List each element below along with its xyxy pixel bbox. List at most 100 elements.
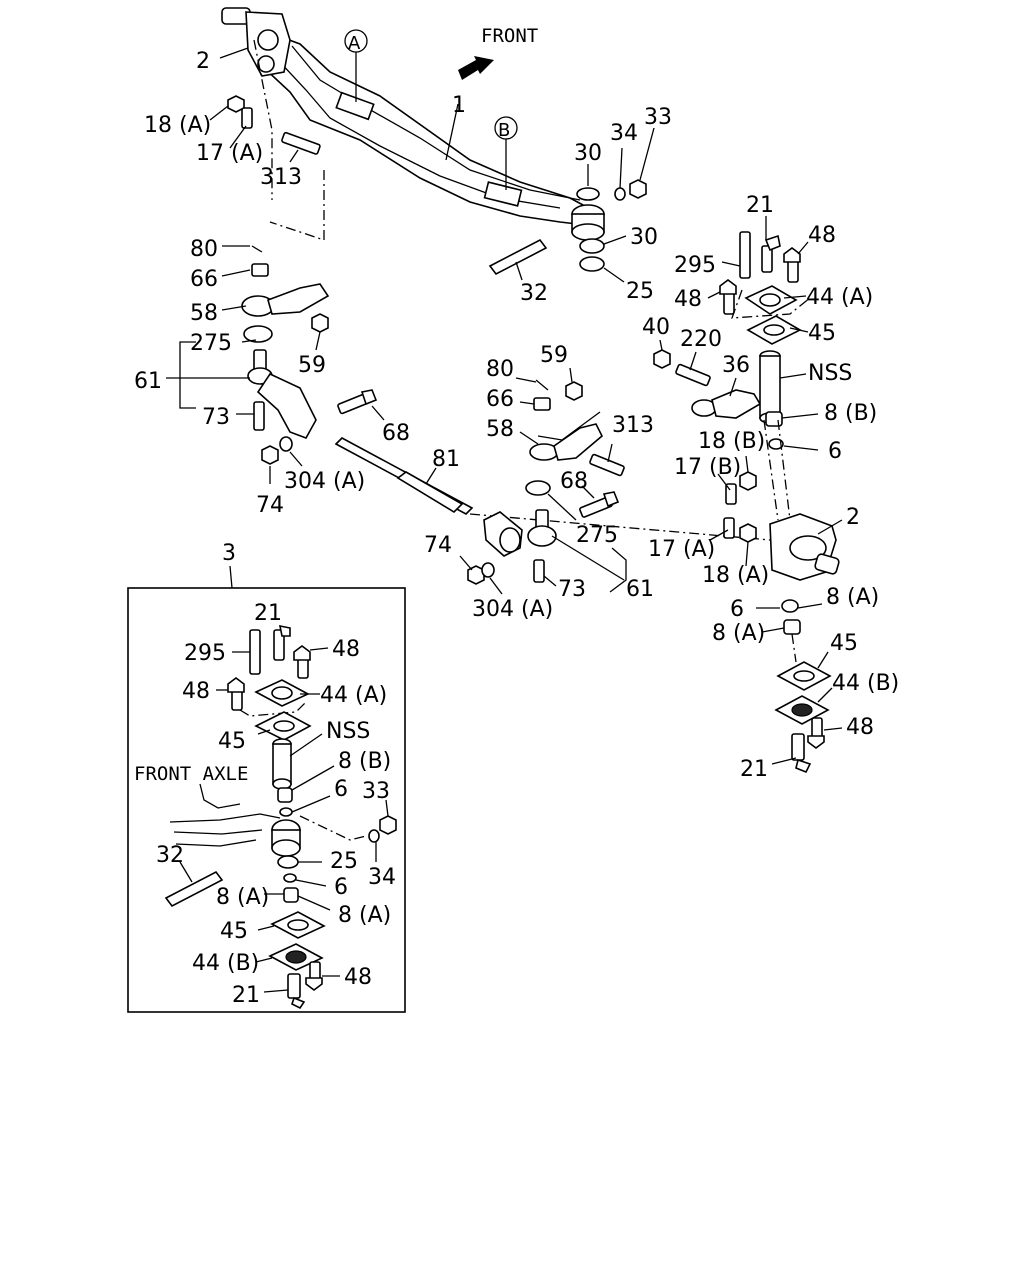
label-48-top: 48 xyxy=(808,223,836,248)
label-34: 34 xyxy=(610,121,638,146)
tie-rod-81 xyxy=(334,437,474,515)
castle-nut-66-mid xyxy=(533,397,551,411)
inset-label-44b: 44 (B) xyxy=(192,951,259,976)
label-40: 40 xyxy=(642,315,670,340)
bolt-48-lower xyxy=(807,717,825,749)
svg-text:A: A xyxy=(348,33,361,54)
label-59-mid: 59 xyxy=(540,343,568,368)
label-313-mid: 313 xyxy=(612,413,654,438)
left-steering-knuckle xyxy=(221,7,291,77)
cotter-32 xyxy=(488,238,548,276)
label-58-left: 58 xyxy=(190,301,218,326)
inset-label-nss: NSS xyxy=(326,719,370,744)
inset-bushing-8a xyxy=(283,887,299,903)
nut-74-left xyxy=(261,445,279,465)
inset-label-32: 32 xyxy=(156,843,184,868)
cap-44b-lower xyxy=(774,695,830,725)
label-30-top: 30 xyxy=(574,141,602,166)
cross-arm-61-mid xyxy=(483,509,557,557)
label-36: 36 xyxy=(722,353,750,378)
inset-cap-44b xyxy=(268,943,324,971)
inset-label-45-lower: 45 xyxy=(220,919,248,944)
label-nss-top: NSS xyxy=(808,361,852,386)
steering-arm-58-left xyxy=(241,283,330,317)
cap-44a-top xyxy=(744,285,798,315)
shim-25 xyxy=(579,256,605,272)
label-313-left: 313 xyxy=(260,165,302,190)
label-73-mid: 73 xyxy=(558,577,586,602)
inset-detail-frame xyxy=(127,587,406,1013)
inset-label-33: 33 xyxy=(362,779,390,804)
label-80-mid: 80 xyxy=(486,357,514,382)
label-45-lower: 45 xyxy=(830,631,858,656)
inset-label-21-lower: 21 xyxy=(232,983,260,1008)
seal-6-lower xyxy=(781,599,799,613)
axle-beam xyxy=(261,28,597,227)
nut-33 xyxy=(629,179,647,199)
label-68-mid: 68 xyxy=(560,469,588,494)
inset-vent-295 xyxy=(249,629,261,675)
castle-nut-66-left xyxy=(251,263,269,277)
inset-front-axle xyxy=(169,813,301,857)
label-48-lower: 48 xyxy=(846,715,874,740)
stud-220 xyxy=(675,363,711,387)
label-66-left: 66 xyxy=(190,267,218,292)
stud-313-mid xyxy=(589,453,625,477)
marker-a: A xyxy=(344,29,368,102)
nut-18a-right xyxy=(739,523,757,543)
label-68-left: 68 xyxy=(382,421,410,446)
inset-label-6-top: 6 xyxy=(334,777,348,802)
inset-label-44a: 44 (A) xyxy=(320,683,387,708)
nut-59-left xyxy=(311,313,329,333)
washer-275-left xyxy=(243,325,273,343)
front-direction-label: FRONT xyxy=(481,25,538,47)
inset-bolt-48-top xyxy=(293,645,311,679)
label-32: 32 xyxy=(520,281,548,306)
label-81: 81 xyxy=(432,447,460,472)
nut-18b xyxy=(739,471,757,491)
label-58-mid: 58 xyxy=(486,417,514,442)
inset-label-48-left: 48 xyxy=(182,679,210,704)
bushing-30-top xyxy=(576,187,600,201)
washer-304a-mid xyxy=(481,562,495,578)
inset-shim-25 xyxy=(277,855,299,869)
label-304a-mid: 304 (A) xyxy=(472,597,553,622)
washer-34 xyxy=(614,187,626,201)
steering-arm-58-mid xyxy=(529,423,603,461)
inset-gasket-45-lower xyxy=(270,911,326,939)
inset-bolt-48-left xyxy=(227,677,245,711)
inset-label-34: 34 xyxy=(368,865,396,890)
label-220: 220 xyxy=(680,327,722,352)
label-8b-top: 8 (B) xyxy=(824,401,877,426)
gasket-45-top xyxy=(746,315,802,345)
inset-washer-34 xyxy=(368,829,380,843)
stud-313-left xyxy=(281,131,321,155)
gasket-45-lower xyxy=(776,661,832,691)
vent-295 xyxy=(739,231,751,279)
inset-bolt-48-lower xyxy=(305,961,323,991)
label-17b: 17 (B) xyxy=(674,455,741,480)
inset-bushing-8b xyxy=(277,787,293,803)
label-18a-right: 18 (A) xyxy=(702,563,769,588)
label-44a-top: 44 (A) xyxy=(806,285,873,310)
grease-fitting-21-top xyxy=(761,234,781,273)
bolt-68-mid xyxy=(579,491,620,518)
inset-seal-6-top xyxy=(279,807,293,817)
label-74-left: 74 xyxy=(256,493,284,518)
label-17a-top: 17 (A) xyxy=(196,141,263,166)
grease-fitting-21-lower xyxy=(791,733,812,774)
seal-6-top xyxy=(768,438,784,450)
front-direction-arrow-icon xyxy=(458,56,494,80)
bushing-8a-lower xyxy=(783,619,801,635)
label-73-left: 73 xyxy=(202,405,230,430)
inset-label-25: 25 xyxy=(330,849,358,874)
inset-label-front-axle: FRONT AXLE xyxy=(134,763,248,785)
label-21-top: 21 xyxy=(746,193,774,218)
nut-74-mid xyxy=(467,565,485,585)
bolt-17a-top xyxy=(241,107,253,129)
label-2-left: 2 xyxy=(196,49,210,74)
bolt-48-top xyxy=(783,247,801,283)
inset-label-45: 45 xyxy=(218,729,246,754)
label-61-left: 61 xyxy=(134,369,162,394)
